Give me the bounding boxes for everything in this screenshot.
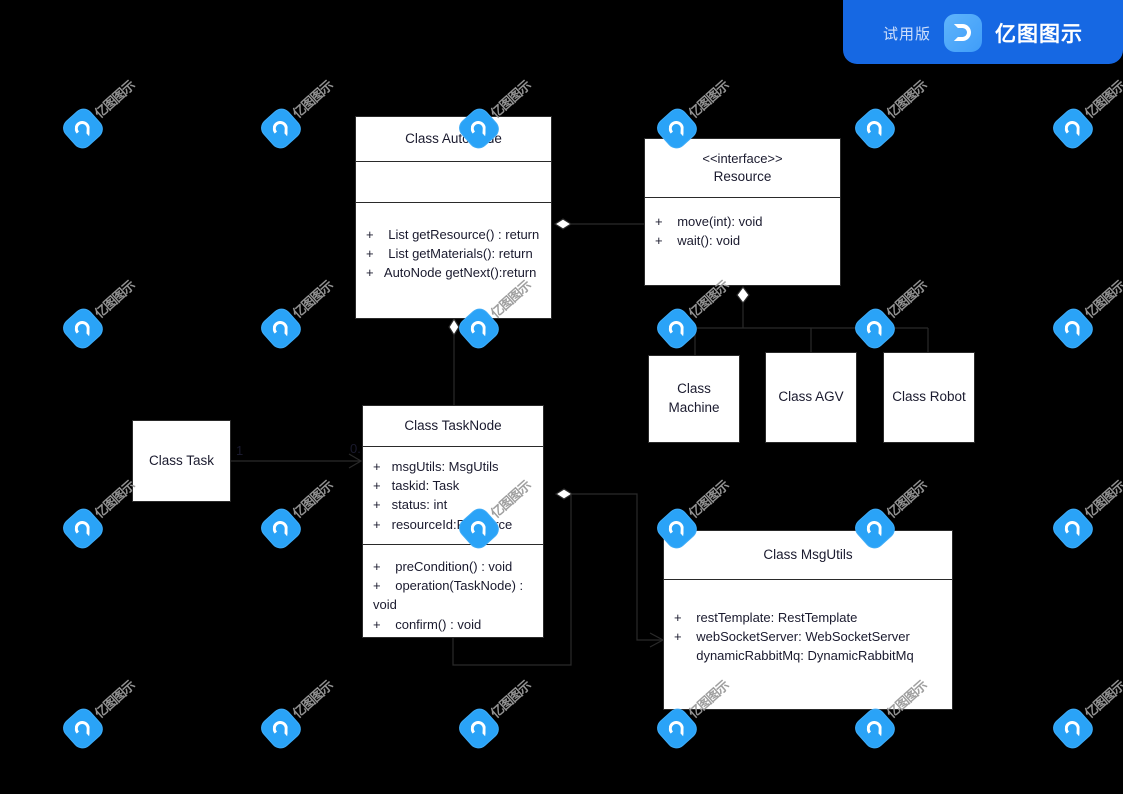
- member-line: + List getMaterials(): return: [366, 246, 533, 262]
- member-line: + operation(TaskNode) : void: [373, 578, 527, 613]
- class-box-machine[interactable]: Class Machine: [648, 355, 740, 443]
- class-box-task[interactable]: Class Task: [132, 420, 231, 502]
- class-attributes-task-node: + msgUtils: MsgUtils + taskid: Task + st…: [363, 446, 543, 544]
- class-box-resource[interactable]: <<interface>> Resource + move(int): void…: [644, 138, 841, 286]
- edraw-logo-icon: [944, 14, 982, 52]
- trial-label: 试用版: [882, 25, 931, 43]
- member-line: + List getResource() : return: [366, 227, 540, 242]
- member-line: + resourceId:Resource: [373, 516, 513, 532]
- interface-name-label: Resource: [713, 168, 772, 184]
- class-title-robot: Class Robot: [892, 389, 966, 405]
- class-title-task: Class Task: [148, 452, 215, 468]
- class-title-agv: Class AGV: [778, 389, 844, 405]
- brand-label: 亿图图示: [995, 23, 1083, 46]
- aggregation-diamond-icon: [736, 286, 750, 304]
- class-title-resource: <<interface>> Resource: [645, 139, 840, 197]
- multiplicity-source-label: 1: [236, 443, 243, 458]
- stereotype-label: <<interface>>: [702, 151, 783, 167]
- class-methods-task-node: + preCondition() : void + operation(Task…: [363, 544, 543, 637]
- member-line: + move(int): void: [655, 214, 763, 229]
- member-line: + restTemplate: RestTemplate: [674, 610, 858, 625]
- relation-autonode-resource: [553, 218, 644, 230]
- aggregation-diamond-icon: [448, 317, 460, 337]
- class-attributes-auto-node: [356, 161, 551, 202]
- member-line: + status: int: [373, 497, 448, 513]
- relation-tasknode-self: [452, 494, 572, 666]
- member-line: + taskid: Task: [373, 478, 460, 494]
- class-box-msg-utils[interactable]: Class MsgUtils + restTemplate: RestTempl…: [663, 530, 953, 710]
- member-line: + msgUtils: MsgUtils: [373, 459, 499, 474]
- member-line: + AutoNode getNext():return: [366, 265, 537, 281]
- open-arrow-icon: [348, 453, 363, 469]
- class-box-robot[interactable]: Class Robot: [883, 352, 975, 443]
- class-box-auto-node[interactable]: Class AutoNode + List getResource() : re…: [355, 116, 552, 319]
- member-line: + webSocketServer: WebSocketServer: [674, 629, 910, 645]
- class-title-machine: Class Machine: [668, 381, 720, 415]
- class-title-task-node: Class TaskNode: [404, 417, 502, 433]
- class-methods-resource: + move(int): void + wait(): void: [645, 197, 840, 285]
- relation-resource-subclasses: [694, 286, 929, 355]
- aggregation-diamond-icon: [553, 218, 573, 230]
- member-line: dynamicRabbitMq: DynamicRabbitMq: [689, 648, 914, 664]
- relation-task-tasknode: [231, 453, 363, 469]
- aggregation-diamond-icon: [554, 488, 574, 500]
- class-attributes-msg-utils: + restTemplate: RestTemplate + webSocket…: [664, 579, 952, 709]
- class-methods-auto-node: + List getResource() : return + List get…: [356, 202, 551, 318]
- member-line: + wait(): void: [655, 233, 741, 249]
- member-line: + confirm() : void: [373, 616, 482, 632]
- class-box-task-node[interactable]: Class TaskNode + msgUtils: MsgUtils + ta…: [362, 405, 544, 638]
- class-box-agv[interactable]: Class AGV: [765, 352, 857, 443]
- relation-autonode-tasknode: [448, 317, 460, 405]
- relation-tasknode-msgutils: [554, 488, 665, 648]
- member-line: + preCondition() : void: [373, 559, 513, 574]
- class-title-auto-node: Class AutoNode: [405, 130, 502, 146]
- trial-version-badge[interactable]: 试用版 亿图图示: [843, 0, 1123, 64]
- class-title-msg-utils: Class MsgUtils: [763, 546, 853, 562]
